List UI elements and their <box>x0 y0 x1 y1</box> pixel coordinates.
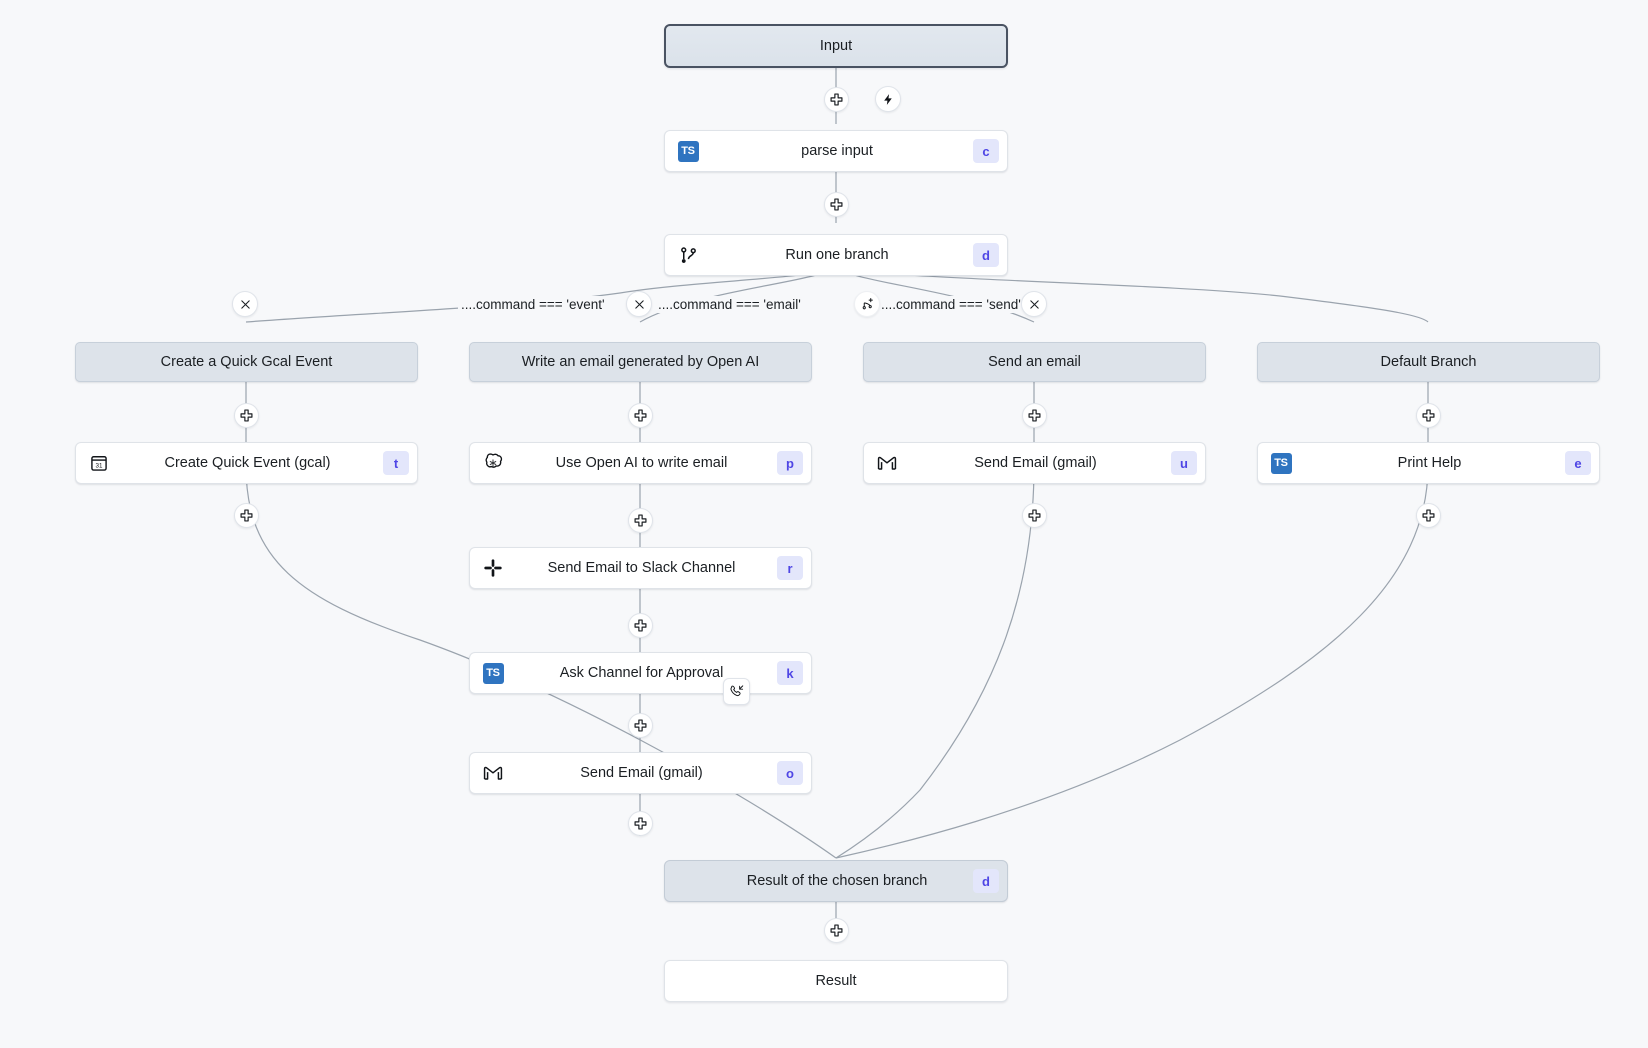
node-print-help-label: Print Help <box>1397 455 1462 471</box>
node-parse-input[interactable]: TS parse input c <box>664 130 1008 172</box>
node-parse-input-key[interactable]: c <box>973 139 999 163</box>
lightning-bolt-icon <box>883 93 892 105</box>
typescript-icon: TS <box>1268 450 1294 476</box>
git-branch-icon <box>675 242 701 268</box>
branch-header-3-label: Send an email <box>988 354 1081 370</box>
node-result-of-chosen-branch-key[interactable]: d <box>973 869 999 893</box>
plus-icon <box>1422 409 1435 422</box>
add-step-button[interactable] <box>824 918 849 943</box>
branch-header-4-label: Default Branch <box>1380 354 1477 370</box>
close-icon <box>1029 299 1039 309</box>
add-step-button[interactable] <box>628 403 653 428</box>
node-run-one-branch-label: Run one branch <box>785 247 889 263</box>
add-branch-icon <box>862 297 873 309</box>
add-step-button[interactable] <box>234 403 259 428</box>
slack-icon <box>480 555 506 581</box>
node-result-of-chosen-branch[interactable]: Result of the chosen branch d <box>664 860 1008 902</box>
plus-icon <box>634 514 647 527</box>
add-step-button[interactable] <box>824 87 849 112</box>
trigger-button[interactable] <box>875 86 901 112</box>
add-step-button[interactable] <box>628 713 653 738</box>
typescript-icon: TS <box>480 660 506 686</box>
branch-header-4[interactable]: Default Branch <box>1257 342 1600 382</box>
node-create-quick-event-label: Create Quick Event (gcal) <box>164 455 331 471</box>
branch-header-1[interactable]: Create a Quick Gcal Event <box>75 342 418 382</box>
node-use-openai-write-email[interactable]: Use Open AI to write email p <box>469 442 812 484</box>
add-step-button[interactable] <box>1022 403 1047 428</box>
branch-header-2[interactable]: Write an email generated by Open AI <box>469 342 812 382</box>
node-run-one-branch[interactable]: Run one branch d <box>664 234 1008 276</box>
openai-icon <box>480 450 506 476</box>
node-send-email-gmail-branch2-label: Send Email (gmail) <box>580 765 703 781</box>
plus-icon <box>830 198 843 211</box>
branch-header-2-label: Write an email generated by Open AI <box>521 354 760 370</box>
node-result-of-chosen-branch-label: Result of the chosen branch <box>746 873 928 889</box>
add-step-button[interactable] <box>1416 403 1441 428</box>
node-send-email-gmail-branch2[interactable]: Send Email (gmail) o <box>469 752 812 794</box>
svg-text:31: 31 <box>96 463 103 470</box>
node-send-email-to-slack-key[interactable]: r <box>777 556 803 580</box>
node-run-one-branch-key[interactable]: d <box>973 243 999 267</box>
add-step-button[interactable] <box>628 508 653 533</box>
node-parse-input-label: parse input <box>801 143 873 159</box>
node-use-openai-write-email-key[interactable]: p <box>777 451 803 475</box>
node-print-help[interactable]: TS Print Help e <box>1257 442 1600 484</box>
plus-icon <box>240 509 253 522</box>
plus-icon <box>634 619 647 632</box>
node-use-openai-write-email-label: Use Open AI to write email <box>555 455 728 471</box>
node-result[interactable]: Result <box>664 960 1008 1002</box>
node-send-email-to-slack-label: Send Email to Slack Channel <box>547 560 736 576</box>
gmail-icon <box>480 760 506 786</box>
add-step-button[interactable] <box>234 503 259 528</box>
add-step-button[interactable] <box>1416 503 1441 528</box>
google-calendar-icon: 31 <box>86 450 112 476</box>
node-send-email-gmail-branch2-key[interactable]: o <box>777 761 803 785</box>
plus-icon <box>1422 509 1435 522</box>
plus-icon <box>634 719 647 732</box>
plus-icon <box>1028 509 1041 522</box>
branch-condition-2: ....command === 'email' <box>655 296 804 313</box>
plus-icon <box>240 409 253 422</box>
plus-icon <box>830 93 843 106</box>
typescript-icon: TS <box>675 138 701 164</box>
branch-header-3[interactable]: Send an email <box>863 342 1206 382</box>
add-step-button[interactable] <box>1022 503 1047 528</box>
node-result-label: Result <box>815 973 857 989</box>
node-ask-channel-for-approval[interactable]: TS Ask Channel for Approval k <box>469 652 812 694</box>
plus-icon <box>830 924 843 937</box>
remove-branch-button-3[interactable] <box>1021 291 1047 317</box>
plus-icon <box>634 817 647 830</box>
remove-branch-button-2[interactable] <box>626 291 652 317</box>
add-branch-button[interactable] <box>854 291 880 317</box>
gmail-icon <box>874 450 900 476</box>
remove-branch-button-1[interactable] <box>232 291 258 317</box>
node-send-email-gmail-branch3[interactable]: Send Email (gmail) u <box>863 442 1206 484</box>
node-input-label: Input <box>819 38 853 54</box>
branch-condition-1: ....command === 'event' <box>458 296 608 313</box>
add-step-button[interactable] <box>628 811 653 836</box>
close-icon <box>240 299 250 309</box>
node-create-quick-event[interactable]: 31 Create Quick Event (gcal) t <box>75 442 418 484</box>
node-send-email-to-slack[interactable]: Send Email to Slack Channel r <box>469 547 812 589</box>
plus-icon <box>634 409 647 422</box>
branch-condition-3: ....command === 'send' <box>878 296 1024 313</box>
close-icon <box>634 299 644 309</box>
node-print-help-key[interactable]: e <box>1565 451 1591 475</box>
node-send-email-gmail-branch3-label: Send Email (gmail) <box>974 455 1097 471</box>
node-input[interactable]: Input <box>664 24 1008 68</box>
add-step-button[interactable] <box>628 613 653 638</box>
incoming-call-icon[interactable] <box>723 678 750 705</box>
branch-header-1-label: Create a Quick Gcal Event <box>160 354 333 370</box>
node-ask-channel-for-approval-key[interactable]: k <box>777 661 803 685</box>
node-send-email-gmail-branch3-key[interactable]: u <box>1171 451 1197 475</box>
node-create-quick-event-key[interactable]: t <box>383 451 409 475</box>
add-step-button[interactable] <box>824 192 849 217</box>
plus-icon <box>1028 409 1041 422</box>
